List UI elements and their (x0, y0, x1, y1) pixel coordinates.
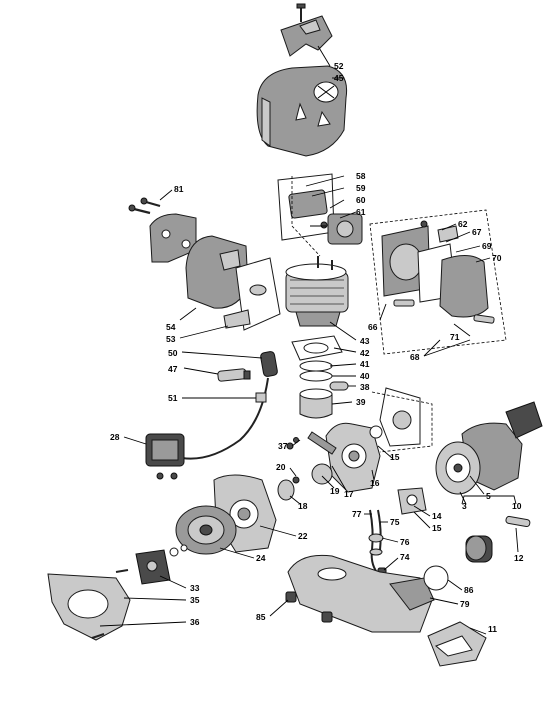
callout-12: 12 (514, 553, 524, 563)
callout-15-top: 15 (390, 452, 400, 462)
part-45-engine-cover (256, 65, 348, 157)
callout-33: 33 (190, 583, 200, 593)
callout-71: 71 (450, 332, 460, 342)
part-79-fuel-tank (287, 554, 435, 633)
callout-79: 79 (460, 599, 470, 609)
part-24-flywheel (175, 505, 237, 555)
callout-50: 50 (168, 348, 178, 358)
callout-74: 74 (400, 552, 410, 562)
part-36-clutch-housing (47, 573, 131, 641)
part-carburetor-group (277, 173, 363, 245)
callout-52: 52 (334, 61, 344, 71)
callout-59: 59 (356, 183, 366, 193)
callout-54: 54 (166, 322, 176, 332)
callout-37: 37 (278, 441, 288, 451)
callout-20: 20 (276, 462, 286, 472)
part-crankcase-group (277, 387, 421, 501)
callout-60: 60 (356, 195, 366, 205)
callout-22: 22 (298, 531, 308, 541)
callout-62: 62 (458, 219, 468, 229)
callout-35: 35 (190, 595, 200, 605)
callout-5: 5 (486, 491, 491, 501)
part-ignition-wire (181, 351, 278, 460)
callout-45: 45 (334, 73, 344, 83)
callout-76: 76 (400, 537, 410, 547)
part-starter-group (397, 401, 543, 515)
callout-58: 58 (356, 171, 366, 181)
callout-38: 38 (360, 382, 370, 392)
part-fuel-line (368, 509, 387, 577)
callout-53: 53 (166, 334, 176, 344)
callout-61: 61 (356, 207, 366, 217)
part-air-filter-group (381, 220, 495, 324)
callout-69: 69 (482, 241, 492, 251)
part-11-bracket (427, 621, 487, 667)
callout-42: 42 (360, 348, 370, 358)
callout-24: 24 (256, 553, 266, 563)
callout-41: 41 (360, 359, 370, 369)
part-12-pin (505, 515, 531, 528)
callout-10: 10 (512, 501, 522, 511)
callout-11: 11 (488, 624, 497, 634)
part-85-screws (285, 591, 333, 623)
part-52-clip (280, 3, 333, 57)
callout-19: 19 (330, 486, 340, 496)
callout-81: 81 (174, 184, 184, 194)
dashed-group-lines (291, 176, 507, 453)
part-28-ignition-coil (145, 433, 185, 480)
part-81-bolts (128, 197, 161, 215)
callout-17: 17 (344, 489, 354, 499)
callout-68: 68 (410, 352, 420, 362)
part-43-cylinder (285, 256, 349, 327)
callout-70: 70 (492, 253, 502, 263)
callout-14: 14 (432, 511, 442, 521)
callout-66: 66 (368, 322, 378, 332)
callout-75: 75 (390, 517, 400, 527)
callout-77: 77 (352, 509, 362, 519)
part-33-clutch (115, 544, 188, 585)
callout-40: 40 (360, 371, 370, 381)
callout-67: 67 (472, 227, 482, 237)
callout-43: 43 (360, 336, 370, 346)
callout-3: 3 (462, 501, 467, 511)
callout-85: 85 (256, 612, 266, 622)
callout-18: 18 (298, 501, 308, 511)
callout-47: 47 (168, 364, 178, 374)
callout-51: 51 (168, 393, 178, 403)
part-86-tank-cap (423, 535, 493, 591)
callout-28: 28 (110, 432, 120, 442)
part-muffler-group (149, 213, 281, 331)
callout-labels: 52 45 81 58 59 60 61 62 67 69 70 54 53 6… (110, 61, 524, 634)
part-piston-group (291, 335, 349, 419)
callout-16: 16 (370, 478, 380, 488)
callout-86: 86 (464, 585, 474, 595)
callout-36: 36 (190, 617, 200, 627)
callout-39: 39 (356, 397, 366, 407)
leader-lines (99, 45, 519, 635)
callout-15-bottom: 15 (432, 523, 442, 533)
